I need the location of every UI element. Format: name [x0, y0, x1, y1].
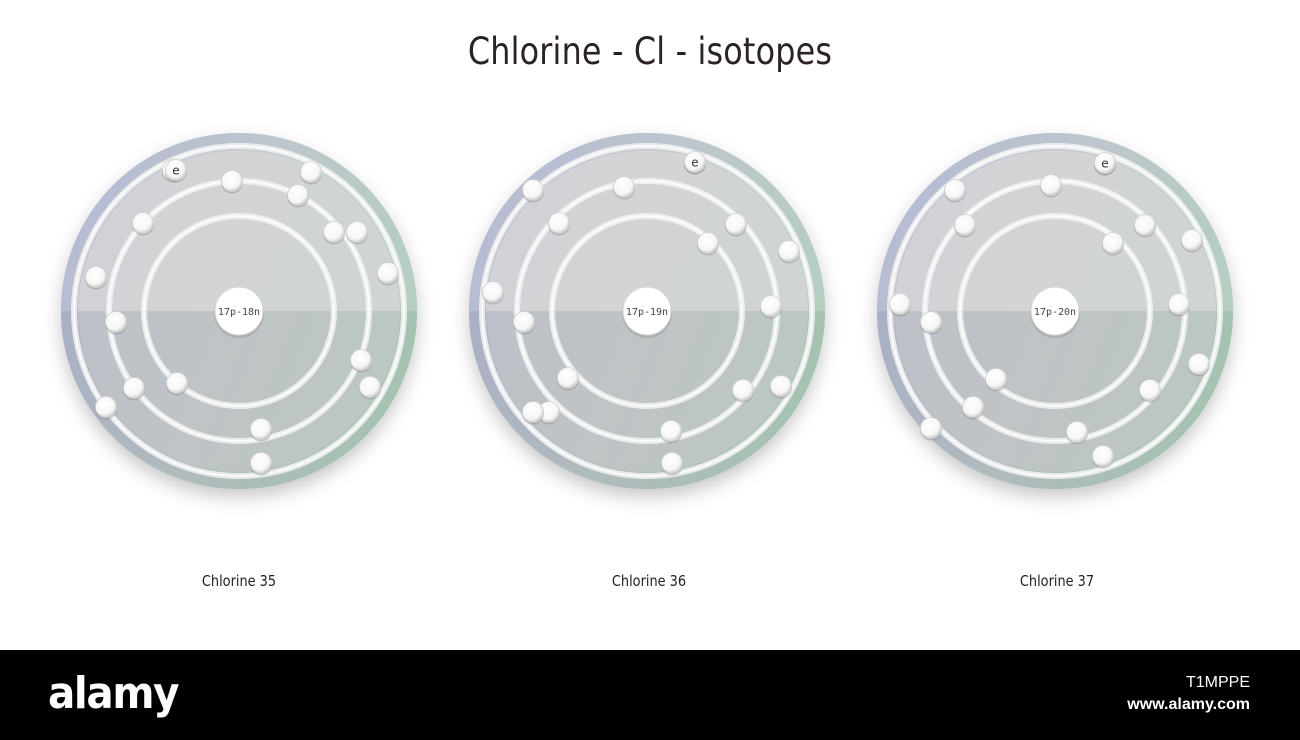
electron — [105, 311, 127, 333]
electron — [522, 179, 544, 201]
inner-disc-highlight — [78, 150, 400, 311]
inner-disc-highlight — [894, 150, 1216, 311]
atom-svg: 17p-18n e — [61, 133, 417, 489]
electron — [920, 417, 942, 439]
electron — [760, 295, 782, 317]
electron — [954, 214, 976, 236]
electron-shell-highlight — [959, 215, 1151, 407]
isotope-caption: Chlorine 36 — [611, 572, 687, 590]
electron — [221, 170, 243, 192]
inner-disc-highlight — [486, 150, 808, 311]
isotope-caption: Chlorine 37 — [1019, 572, 1095, 590]
atom-diagram-chlorine-35: 17p-18n e — [59, 131, 419, 491]
electron — [660, 420, 682, 442]
electron — [1040, 174, 1062, 196]
electron-shell-highlight — [73, 145, 405, 477]
atom-svg: 17p-19n e — [469, 133, 825, 489]
electron — [732, 379, 754, 401]
electron-shell-highlight — [551, 215, 743, 407]
electron-marker — [1094, 152, 1116, 174]
electron-shell-highlight — [889, 145, 1221, 477]
electron — [1134, 214, 1156, 236]
electron — [323, 221, 345, 243]
footer-bar: alamy T1MPPE www.alamy.com — [0, 650, 1300, 740]
electron — [1092, 445, 1114, 467]
electron — [1139, 379, 1161, 401]
electron — [944, 179, 966, 201]
electron — [1181, 229, 1203, 251]
electron — [346, 221, 368, 243]
electron — [132, 212, 154, 234]
electron — [1188, 353, 1210, 375]
electron — [1168, 293, 1190, 315]
nucleus — [622, 286, 672, 336]
electron-marker — [684, 151, 706, 173]
electron — [513, 311, 535, 333]
electron — [985, 368, 1007, 390]
isotope-caption: Chlorine 35 — [201, 572, 277, 590]
electron-shell-highlight — [481, 145, 813, 477]
electron — [377, 262, 399, 284]
electron-marker — [165, 159, 187, 181]
electron-label: e — [1101, 157, 1108, 171]
electron — [920, 311, 942, 333]
nucleus — [1030, 286, 1080, 336]
electron — [889, 293, 911, 315]
nucleus-label: 17p-18n — [218, 307, 260, 318]
atom-svg: 17p-20n e — [877, 133, 1233, 489]
electron — [522, 401, 544, 423]
electron — [250, 452, 272, 474]
electron — [1066, 421, 1088, 443]
footer-url: www.alamy.com — [1127, 696, 1250, 713]
atom-diagram-chlorine-37: 17p-20n e — [875, 131, 1235, 491]
electron — [557, 367, 579, 389]
footer-logo: alamy — [48, 668, 180, 719]
electron — [300, 161, 322, 183]
nucleus-label: 17p-19n — [626, 307, 668, 318]
electron — [95, 396, 117, 418]
electron — [613, 176, 635, 198]
electron — [548, 212, 570, 234]
electron — [661, 452, 683, 474]
electron — [778, 240, 800, 262]
electron — [770, 375, 792, 397]
electron — [350, 349, 372, 371]
electron — [482, 281, 504, 303]
nucleus — [214, 286, 264, 336]
electron — [85, 266, 107, 288]
atom-diagram-chlorine-36: 17p-19n e — [467, 131, 827, 491]
electron — [123, 377, 145, 399]
electron — [697, 232, 719, 254]
electron — [359, 376, 381, 398]
electron — [1102, 232, 1124, 254]
footer-image-id: T1MPPE — [1185, 674, 1250, 691]
electron — [962, 396, 984, 418]
electron-shell-highlight — [143, 215, 335, 407]
diagram-title: Chlorine - Cl - isotopes — [467, 30, 833, 73]
nucleus-label: 17p-20n — [1034, 307, 1076, 318]
electron — [250, 418, 272, 440]
electron — [725, 213, 747, 235]
electron — [287, 184, 309, 206]
electron-label: e — [691, 156, 698, 170]
electron — [166, 372, 188, 394]
electron-label: e — [172, 164, 179, 178]
